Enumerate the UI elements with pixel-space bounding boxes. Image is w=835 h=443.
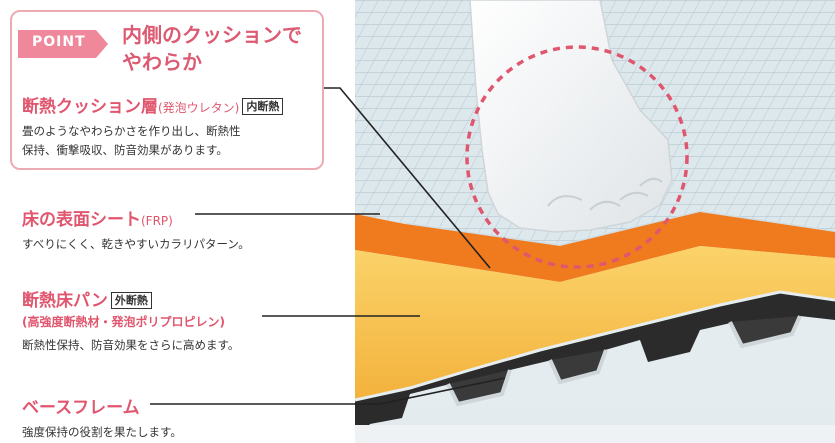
leader-line-frame: [150, 377, 506, 405]
cushion-title: 断熱クッション層: [22, 97, 158, 117]
headline-line-1: 内側のクッションで: [122, 23, 302, 47]
floor-pan: [355, 246, 835, 400]
cushion-desc-line-1: 畳のようなやわらかさを作り出し、断熱性: [22, 124, 241, 138]
foot-illustration: [469, 0, 673, 233]
surface-sub: (FRP): [141, 214, 173, 228]
surface-title: 床の表面シート: [22, 210, 141, 230]
headline-line-2: やわらか: [122, 50, 202, 74]
cushion-desc-line-2: 保持、衝撃吸収、防音効果があります。: [22, 143, 228, 157]
point-tag-label: POINT: [32, 34, 86, 50]
surface-section: 床の表面シート(FRP) すべりにくく、乾きやすいカラリパターン。: [22, 205, 322, 254]
cushion-title-row: 断熱クッション層(発泡ウレタン)内断熱: [22, 92, 322, 117]
frame-desc: 強度保持の役割を果たします。: [22, 425, 182, 439]
cushion-desc: 畳のようなやわらかさを作り出し、断熱性 保持、衝撃吸収、防音効果があります。: [22, 122, 322, 160]
surface-title-row: 床の表面シート(FRP): [22, 205, 322, 230]
point-tag: POINT: [18, 30, 108, 58]
surface-desc: すべりにくく、乾きやすいカラリパターン。: [22, 237, 250, 251]
point-headline: 内側のクッションで やわらか: [122, 22, 322, 76]
pan-badge: 外断熱: [110, 292, 152, 309]
cushion-badge: 内断熱: [242, 98, 284, 115]
frame-section: ベースフレーム 強度保持の役割を果たします。: [22, 393, 322, 442]
cushion-sub: (発泡ウレタン): [158, 101, 240, 115]
pan-title: 断熱床パン: [22, 291, 108, 311]
cushion-section: 断熱クッション層(発泡ウレタン)内断熱 畳のようなやわらかさを作り出し、断熱性 …: [22, 92, 322, 160]
pan-sub: (高強度断熱材・発泡ポリプロピレン): [22, 315, 225, 329]
pan-section: 断熱床パン外断熱 (高強度断熱材・発泡ポリプロピレン) 断熱性保持、防音効果をさ…: [22, 286, 322, 355]
frame-title: ベースフレーム: [22, 398, 140, 418]
leader-line-cushion: [320, 87, 491, 269]
cushion-layer: [355, 212, 835, 282]
dashed-highlight-circle: [465, 45, 689, 269]
pan-title-row: 断熱床パン外断熱: [22, 286, 322, 311]
pan-desc: 断熱性保持、防音効果をさらに高めます。: [22, 338, 240, 352]
